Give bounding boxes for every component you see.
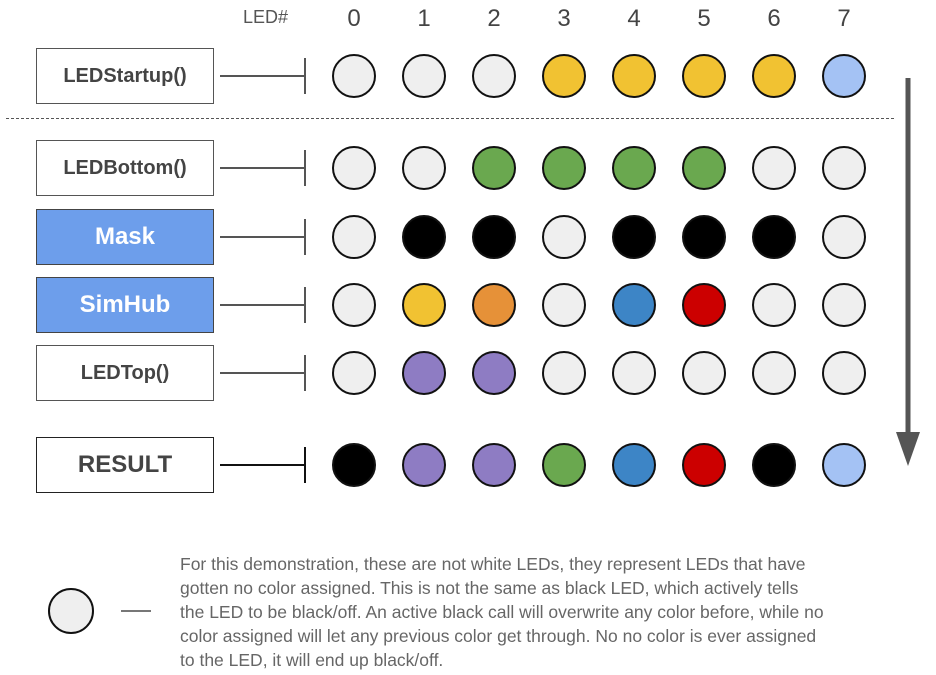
led-unassigned-icon: [612, 351, 656, 395]
led-unassigned-icon: [682, 351, 726, 395]
legend-dash: [121, 610, 151, 612]
led-unassigned-icon: [332, 283, 376, 327]
connector-line: [220, 464, 306, 466]
layer-label: LEDTop(): [80, 361, 170, 384]
legend-text: For this demonstration, these are not wh…: [180, 554, 824, 670]
led-orange-icon: [472, 283, 516, 327]
led-purple-icon: [472, 443, 516, 487]
connector-tick: [304, 150, 306, 186]
layer-label: SimHub: [79, 291, 171, 318]
led-purple-icon: [402, 443, 446, 487]
layer-label: RESULT: [77, 451, 173, 478]
led-unassigned-icon: [542, 351, 586, 395]
connector-tick: [304, 219, 306, 255]
led-blue-icon: [612, 443, 656, 487]
led-black-icon: [682, 215, 726, 259]
led-yellow-icon: [612, 54, 656, 98]
connector-line: [220, 372, 306, 374]
led-red-icon: [682, 443, 726, 487]
led-unassigned-icon: [542, 215, 586, 259]
led-purple-icon: [402, 351, 446, 395]
led-unassigned-icon: [332, 54, 376, 98]
led-unassigned-icon: [402, 146, 446, 190]
led-unassigned-icon: [332, 146, 376, 190]
led-black-icon: [332, 443, 376, 487]
layer-label: Mask: [94, 223, 156, 250]
led-green-icon: [472, 146, 516, 190]
connector-line: [220, 236, 306, 238]
arrow-down-icon: [896, 78, 920, 466]
led-unassigned-icon: [752, 351, 796, 395]
layer-box-mask: Mask: [36, 209, 214, 265]
connector-line: [220, 304, 306, 306]
led-unassigned-icon: [822, 146, 866, 190]
connector-tick: [304, 355, 306, 391]
led-yellow-icon: [542, 54, 586, 98]
connector-line: [220, 75, 306, 77]
led-yellow-icon: [682, 54, 726, 98]
layer-box-simhub: SimHub: [36, 277, 214, 333]
led-index-1: 1: [417, 5, 431, 32]
connector-tick: [304, 287, 306, 323]
led-green-icon: [612, 146, 656, 190]
led-purple-icon: [472, 351, 516, 395]
led-yellow-icon: [402, 283, 446, 327]
led-green-icon: [542, 443, 586, 487]
led-yellow-icon: [752, 54, 796, 98]
startup-separator: [6, 118, 894, 119]
led-index-6: 6: [767, 5, 781, 32]
connector-tick: [304, 447, 306, 483]
led-black-icon: [752, 443, 796, 487]
layer-label: LEDBottom(): [63, 156, 187, 179]
layer-label: LEDStartup(): [63, 64, 187, 87]
led-index-3: 3: [557, 5, 571, 32]
led-index-5: 5: [697, 5, 711, 32]
layer-box-ledstartup: LEDStartup(): [36, 48, 214, 104]
led-number-header: LED#: [243, 7, 289, 27]
led-unassigned-icon: [822, 351, 866, 395]
connector-tick: [304, 58, 306, 94]
led-green-icon: [542, 146, 586, 190]
led-unassigned-icon: [542, 283, 586, 327]
layer-box-result: RESULT: [36, 437, 214, 493]
layer-box-ledtop: LEDTop(): [36, 345, 214, 401]
led-black-icon: [752, 215, 796, 259]
led-unassigned-icon: [332, 215, 376, 259]
led-blue-icon: [612, 283, 656, 327]
connector-line: [220, 167, 306, 169]
layer-box-ledbottom: LEDBottom(): [36, 140, 214, 196]
led-black-icon: [612, 215, 656, 259]
led-light_blue-icon: [822, 54, 866, 98]
led-unassigned-icon: [472, 54, 516, 98]
led-index-0: 0: [347, 5, 361, 32]
led-unassigned-icon: [752, 146, 796, 190]
led-light_blue-icon: [822, 443, 866, 487]
led-unassigned-icon: [822, 215, 866, 259]
led-black-icon: [472, 215, 516, 259]
led-black-icon: [402, 215, 446, 259]
led-index-4: 4: [627, 5, 641, 32]
led-index-7: 7: [837, 5, 851, 32]
led-unassigned-icon: [752, 283, 796, 327]
led-unassigned-icon: [332, 351, 376, 395]
led-unassigned-icon: [402, 54, 446, 98]
led-index-2: 2: [487, 5, 501, 32]
legend-unassigned-led-icon: [48, 588, 94, 634]
led-unassigned-icon: [822, 283, 866, 327]
led-red-icon: [682, 283, 726, 327]
led-green-icon: [682, 146, 726, 190]
